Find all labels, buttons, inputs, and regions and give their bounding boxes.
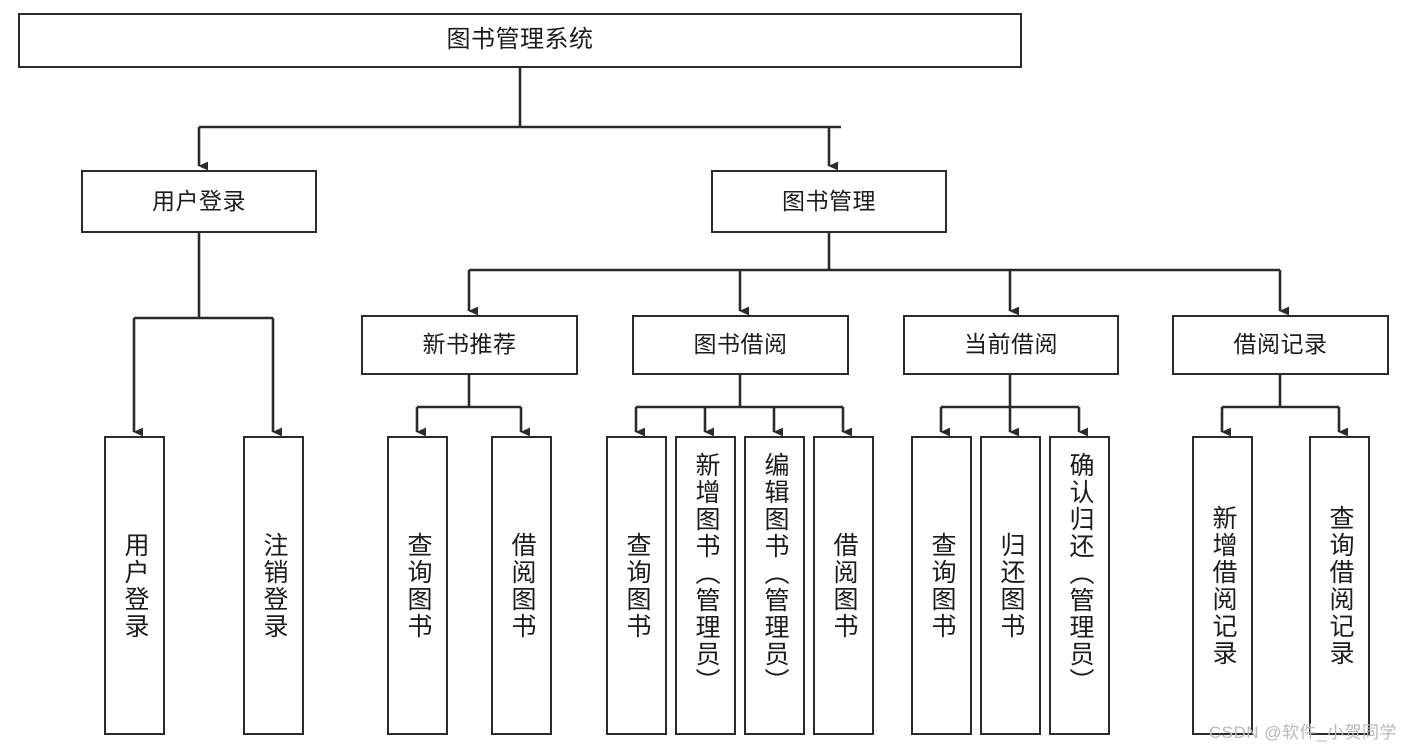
node-new-book-recommend[interactable]: 新书推荐 <box>361 315 578 375</box>
node-label: 图书借阅 <box>693 331 788 358</box>
node-label: 借阅图书 <box>830 531 858 640</box>
node-label: 借阅记录 <box>1233 331 1328 358</box>
node-label: 新增借阅记录 <box>1209 504 1237 667</box>
node-book-borrow[interactable]: 图书借阅 <box>632 315 849 375</box>
leaf-borrow-book-recommend[interactable]: 借阅图书 <box>491 436 552 735</box>
node-label: 用户登录 <box>152 187 246 214</box>
node-label: 图书管理 <box>782 187 876 214</box>
node-label: 查询图书 <box>404 531 432 640</box>
leaf-borrow-book[interactable]: 借阅图书 <box>813 436 874 735</box>
leaf-query-borrow-record[interactable]: 查询借阅记录 <box>1309 436 1370 735</box>
node-label: 查询图书 <box>623 531 651 640</box>
node-label: 确认归还（管理员） <box>1066 452 1094 695</box>
node-current-borrow[interactable]: 当前借阅 <box>903 315 1119 375</box>
node-label: 查询图书 <box>928 531 956 640</box>
node-label: 查询借阅记录 <box>1326 504 1354 667</box>
node-book-manage[interactable]: 图书管理 <box>711 170 947 233</box>
leaf-query-book-current[interactable]: 查询图书 <box>911 436 972 735</box>
leaf-return-book[interactable]: 归还图书 <box>980 436 1041 735</box>
node-label: 用户登录 <box>121 531 149 640</box>
leaf-edit-book[interactable]: 编辑图书（管理员） <box>744 436 805 735</box>
node-label: 注销登录 <box>260 531 288 640</box>
leaf-confirm-return[interactable]: 确认归还（管理员） <box>1049 436 1110 735</box>
leaf-query-book-borrow[interactable]: 查询图书 <box>606 436 667 735</box>
leaf-logout[interactable]: 注销登录 <box>243 436 304 735</box>
node-label: 新书推荐 <box>422 331 517 358</box>
leaf-add-borrow-record[interactable]: 新增借阅记录 <box>1192 436 1253 735</box>
node-label: 归还图书 <box>997 531 1025 640</box>
node-label: 编辑图书（管理员） <box>761 452 789 695</box>
node-label: 当前借阅 <box>964 331 1058 358</box>
leaf-user-login[interactable]: 用户登录 <box>104 436 165 735</box>
node-label: 借阅图书 <box>508 531 536 640</box>
leaf-add-book[interactable]: 新增图书（管理员） <box>675 436 736 735</box>
node-root-system[interactable]: 图书管理系统 <box>18 13 1022 68</box>
csdn-watermark: CSDN @软件_小贺同学 <box>1208 723 1397 742</box>
leaf-query-book-recommend[interactable]: 查询图书 <box>387 436 448 735</box>
node-borrow-record[interactable]: 借阅记录 <box>1172 315 1389 375</box>
node-label: 新增图书（管理员） <box>692 452 720 695</box>
node-label: 图书管理系统 <box>446 26 594 54</box>
node-user-login[interactable]: 用户登录 <box>81 170 317 233</box>
